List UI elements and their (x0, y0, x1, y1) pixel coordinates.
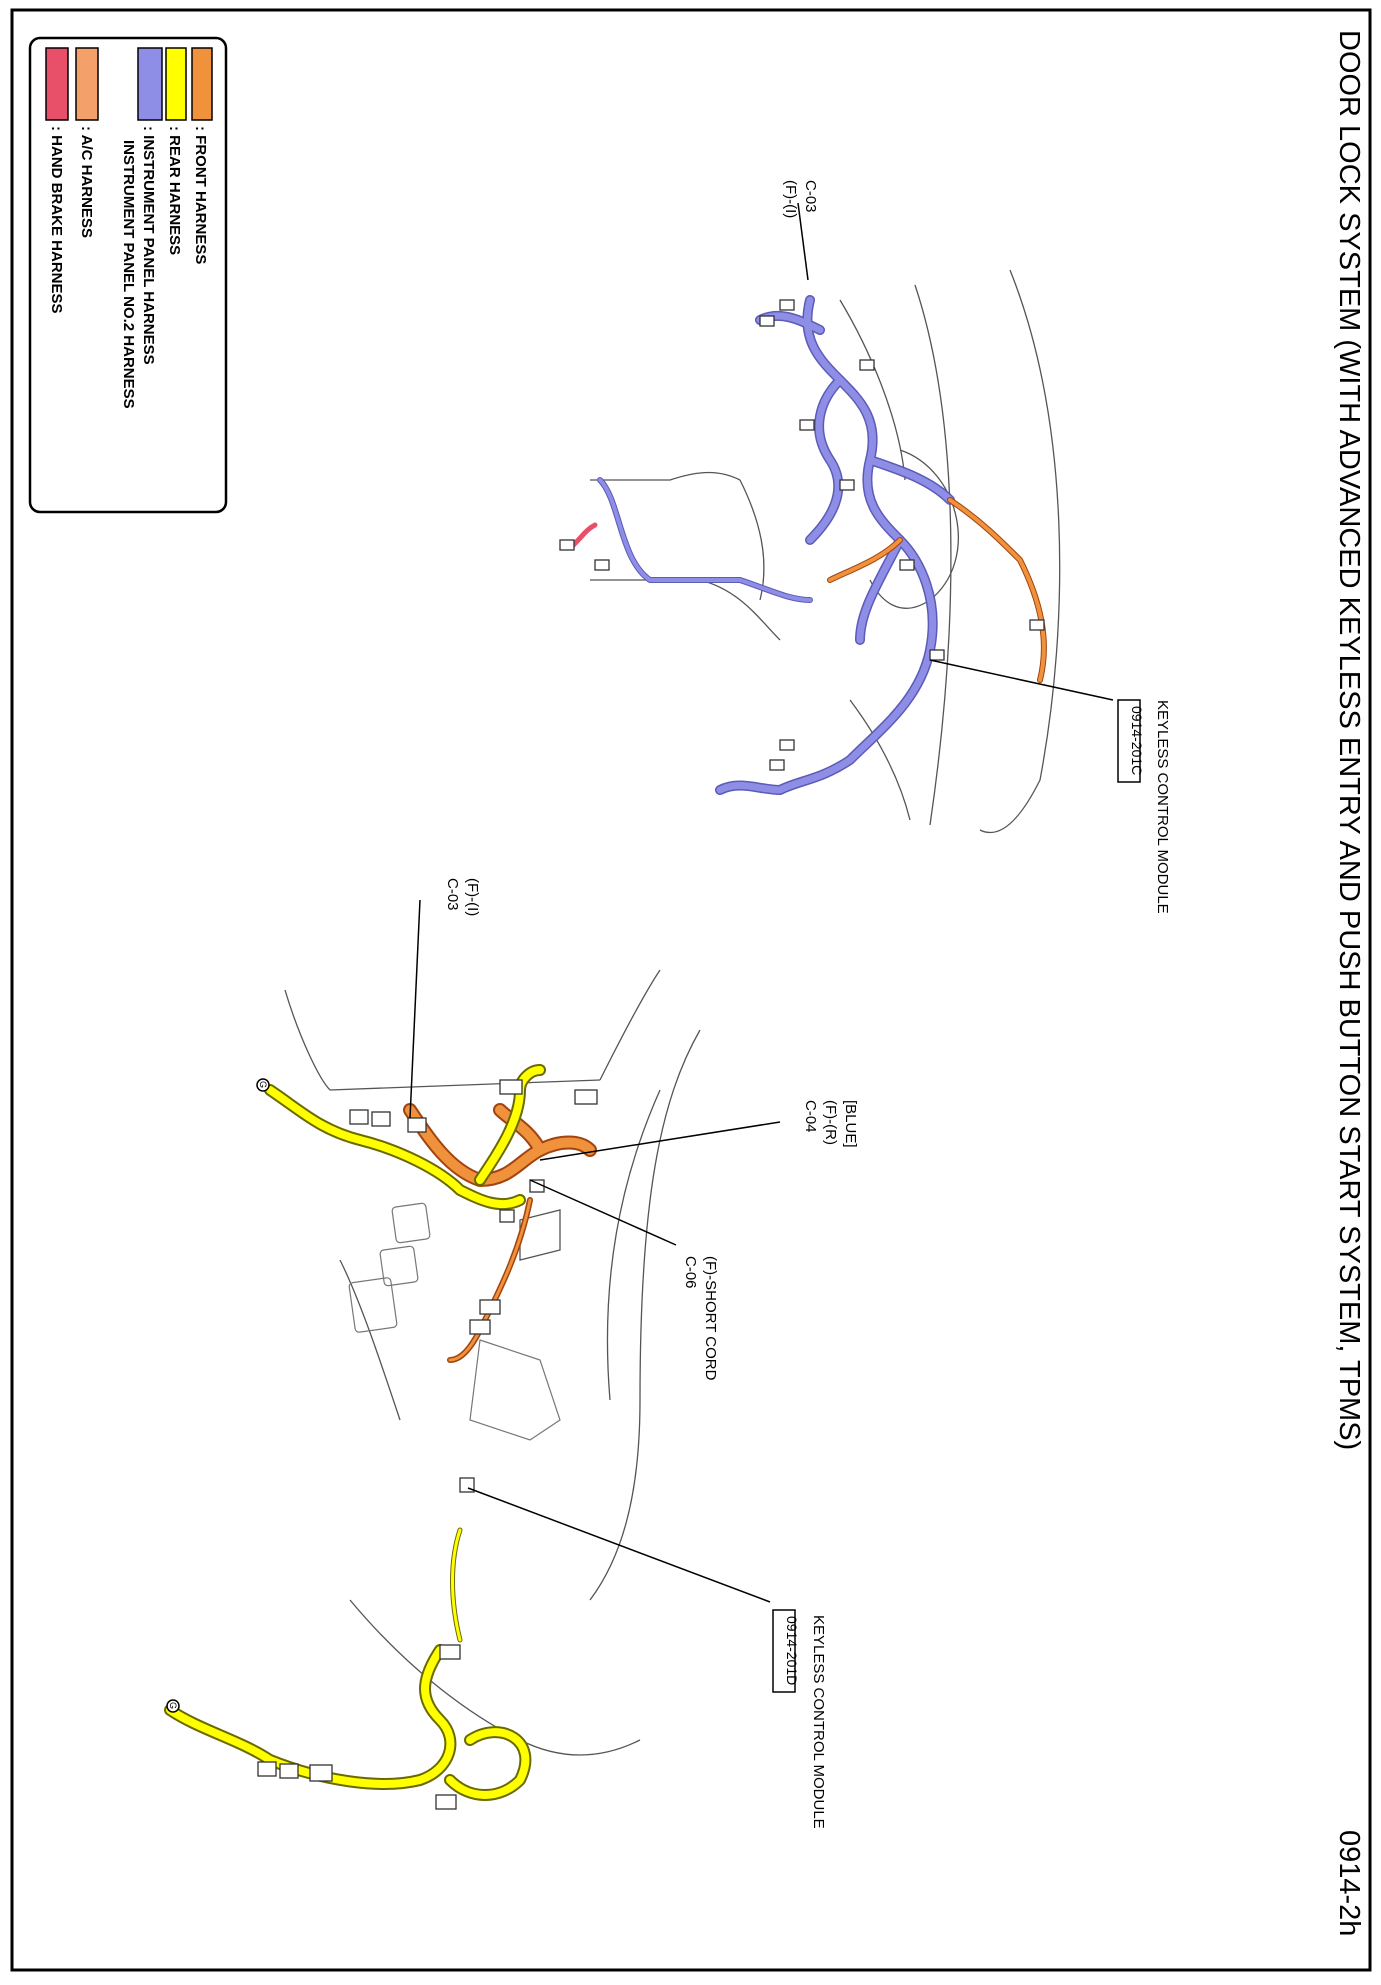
ground-label-2: G (168, 1702, 178, 1709)
ground-symbol-2: G (166, 1699, 180, 1713)
label-c04-line2: (F)-(R) (822, 1100, 839, 1145)
label-c06-line1: (F)-SHORT CORD (702, 1256, 719, 1381)
code-box-kcm-c (1117, 699, 1141, 783)
legend-swatch-hand-brake (45, 47, 69, 121)
label-ip-c03-line2: (F)-(I) (782, 180, 799, 218)
legend-swatch-ac (75, 47, 99, 121)
code-kcm-c: 0914-201C (1129, 706, 1145, 775)
label-kcm-c: KEYLESS CONTROL MODULE (1154, 700, 1171, 914)
legend-label-ac: : A/C HARNESS (78, 126, 95, 238)
label-front-c03-line2: C-03 (444, 878, 461, 911)
legend-label-instrument-panel: : INSTRUMENT PANEL HARNESS (140, 126, 157, 365)
instrument-panel-harness (567, 295, 1047, 795)
legend-swatch-instrument-panel (137, 47, 163, 121)
legend-box (28, 36, 228, 514)
legend-swatch-rear (165, 47, 187, 121)
page-code: 0914-2h (1333, 1830, 1365, 1936)
label-c04-line3: C-04 (802, 1100, 819, 1133)
ground-symbol-1: G (256, 1078, 270, 1092)
leader-ip-c03 (797, 202, 809, 281)
legend: : FRONT HARNESS : REAR HARNESS : INSTRUM… (28, 36, 228, 514)
pedal-outlines (348, 1202, 561, 1441)
leader-kcm-c (929, 659, 1114, 701)
ip-connectors (559, 299, 1045, 771)
page-border (10, 8, 1372, 1972)
code-kcm-d: 0914-201D (784, 1616, 800, 1685)
code-box-kcm-d (772, 1609, 796, 1693)
label-ip-c03-line1: C-03 (802, 180, 819, 213)
page-title: DOOR LOCK SYSTEM (WITH ADVANCED KEYLESS … (1333, 30, 1365, 1450)
label-front-c03-line1: (F)-(I) (464, 878, 481, 916)
floor-outline (284, 969, 701, 1756)
leader-c04 (539, 1121, 781, 1161)
instrument-panel-outline (590, 269, 1061, 834)
ground-label-1: G (258, 1081, 268, 1088)
leader-kcm-d (467, 1487, 771, 1603)
legend-label-instrument-panel-no2: INSTRUMENT PANEL NO.2 HARNESS (120, 140, 137, 409)
label-c06-line2: C-06 (682, 1256, 699, 1289)
legend-label-front: : FRONT HARNESS (192, 126, 209, 264)
legend-swatch-front (191, 47, 213, 121)
floor-connectors (257, 1079, 598, 1810)
rear-harness (164, 1064, 546, 1801)
legend-label-rear: : REAR HARNESS (166, 126, 183, 255)
label-kcm-d: KEYLESS CONTROL MODULE (810, 1615, 827, 1829)
front-harness (403, 1103, 597, 1363)
leader-front-c03 (409, 899, 421, 1119)
leader-c06 (529, 1179, 677, 1246)
label-c04-line1: [BLUE] (842, 1100, 859, 1148)
legend-label-hand-brake: : HAND BRAKE HARNESS (48, 126, 65, 314)
